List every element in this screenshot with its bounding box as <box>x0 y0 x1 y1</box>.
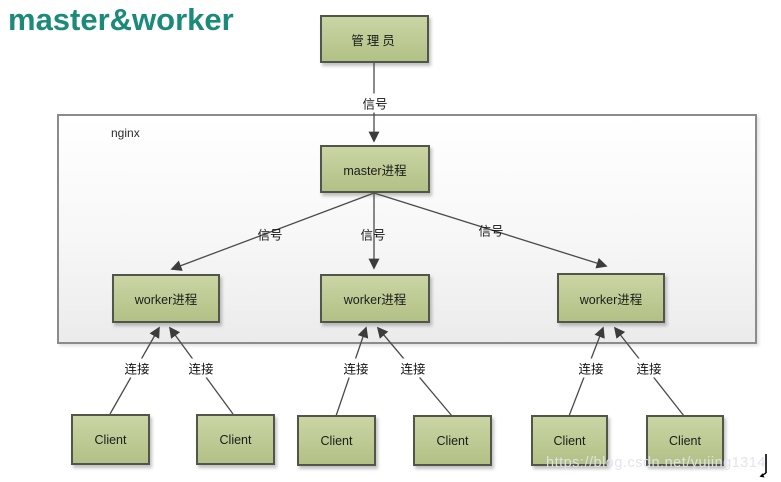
node-worker-label: worker进程 <box>579 292 643 307</box>
edge-label-connection: 连接 <box>634 358 664 378</box>
edge-label-signal: 信号 <box>360 93 390 113</box>
nginx-label: nginx <box>111 126 140 140</box>
edge-label-signal: 信号 <box>478 224 504 239</box>
csdn-watermark: https://blog.csdn.net/yujing1314 <box>546 455 766 471</box>
node-client-label: Client <box>94 432 127 447</box>
node-client-4: Client <box>413 415 492 466</box>
node-client-5: Client <box>531 415 608 466</box>
node-admin: 管理员 <box>320 15 429 63</box>
node-client-1: Client <box>71 414 150 465</box>
edge-master-worker1 <box>170 192 375 271</box>
page-title: master&worker <box>8 2 234 37</box>
edge-label-connection: 连接 <box>186 358 216 378</box>
node-master-process: master进程 <box>320 145 430 193</box>
node-client-6: Client <box>646 415 724 466</box>
edge-label-connection: 连接 <box>398 358 428 378</box>
edge-label-connection: 连接 <box>576 358 606 378</box>
edge-label-connection: 连接 <box>122 358 152 378</box>
node-worker-process-3: worker进程 <box>557 273 665 323</box>
node-client-label: Client <box>553 433 586 448</box>
node-master-label: master进程 <box>343 163 407 178</box>
node-worker-process-2: worker进程 <box>320 274 430 323</box>
text-cursor-icon <box>758 452 772 482</box>
node-client-3: Client <box>297 415 376 466</box>
node-client-label: Client <box>219 432 252 447</box>
edge-label-signal: 信号 <box>257 228 283 243</box>
node-worker-label: worker进程 <box>134 293 198 307</box>
node-admin-label: 管理员 <box>351 33 398 48</box>
edge-label-connection: 连接 <box>341 358 371 378</box>
node-client-2: Client <box>196 414 275 465</box>
edge-master-worker3 <box>373 192 608 269</box>
node-worker-process-1: worker进程 <box>112 274 220 323</box>
node-worker-label: worker进程 <box>343 293 407 307</box>
node-client-label: Client <box>436 433 469 448</box>
node-client-label: Client <box>320 433 353 448</box>
node-client-label: Client <box>669 433 701 448</box>
edge-label-signal: 信号 <box>360 228 386 243</box>
